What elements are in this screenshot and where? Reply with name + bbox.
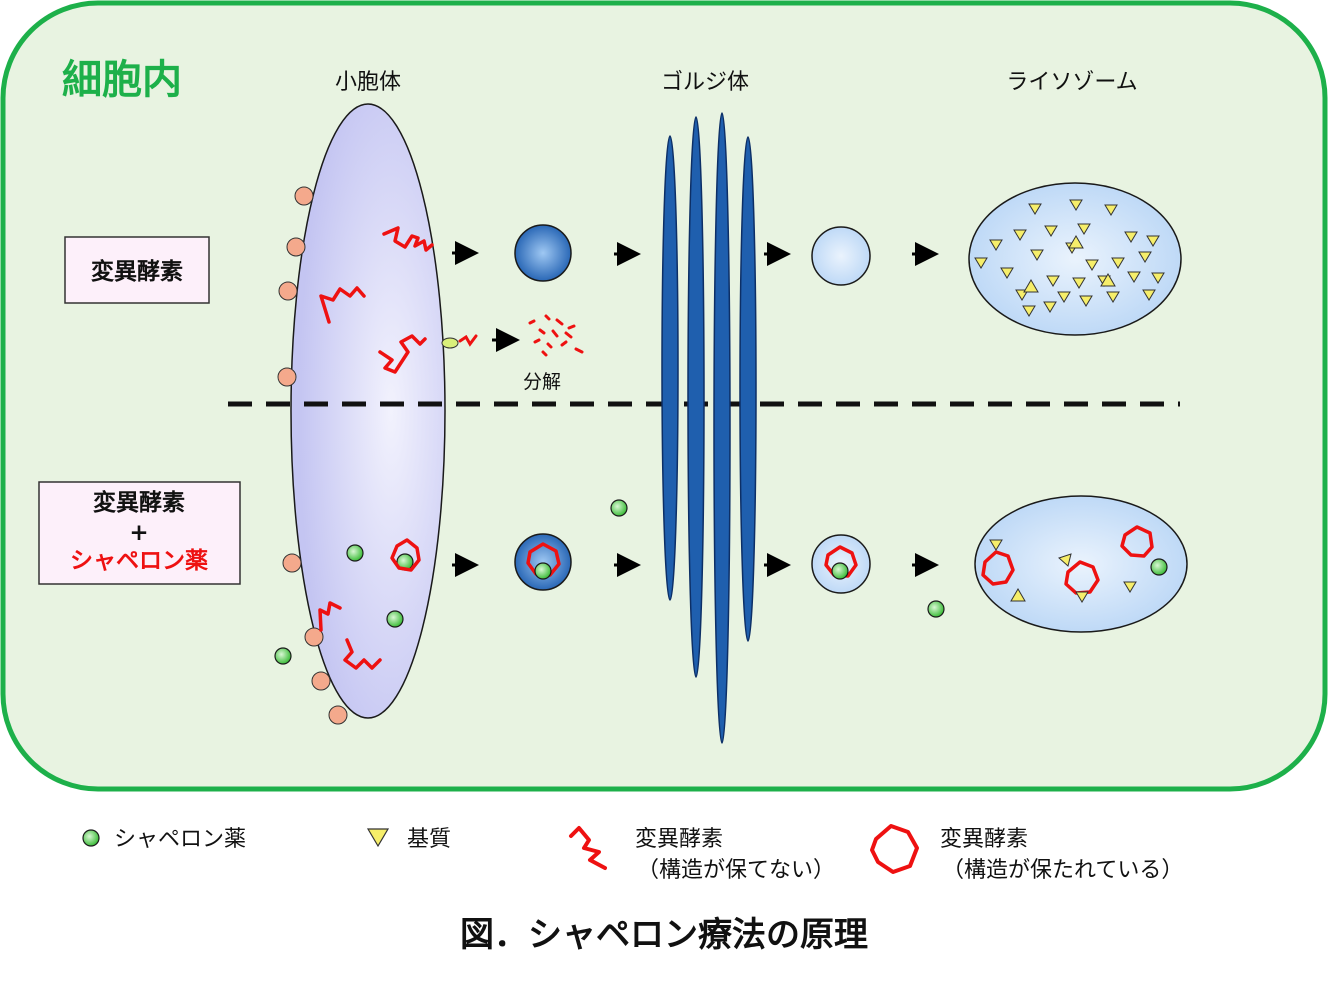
- misfolded-enzyme: [382, 226, 434, 252]
- folded-enzyme-in-vesicle: [526, 542, 561, 577]
- export-vesicle: [441, 337, 459, 349]
- er-title: 小胞体: [335, 70, 401, 95]
- degraded-fragments: [528, 314, 584, 357]
- legend-chaperone-label: シャペロン薬: [114, 827, 246, 852]
- receptor: [328, 705, 348, 725]
- golgi-stacks: [661, 112, 757, 744]
- remaining-substrates: [989, 539, 1137, 603]
- receptor: [286, 237, 306, 257]
- legend-substrate-icon: [366, 828, 390, 848]
- lysosome-title: ライソゾーム: [1006, 70, 1137, 95]
- receptor: [311, 671, 331, 691]
- receptor: [277, 367, 297, 387]
- legend-misfolded-icon: [569, 826, 607, 870]
- folded-enzyme-in-vesicle: [824, 545, 858, 578]
- transport-vesicle-dark: [514, 224, 572, 282]
- legend-chaperone-icon: [82, 829, 100, 847]
- misfolded-enzyme-exit: [458, 334, 478, 347]
- golgi-cisterna: [661, 135, 679, 601]
- chaperones-in-er: [274, 544, 414, 665]
- misfolded-enzyme: [318, 601, 342, 632]
- legend-folded-line2: （構造が保たれている）: [942, 858, 1183, 883]
- golgi-title: ゴルジ体: [661, 70, 749, 95]
- row-label-top-text: 変異酵素: [91, 258, 183, 285]
- folded-enzyme: [1064, 560, 1100, 595]
- folded-enzyme: [390, 538, 421, 572]
- golgi-cisterna: [687, 116, 705, 678]
- chaperone: [831, 562, 849, 580]
- figure-caption: 図．シャペロン療法の原理: [460, 915, 868, 955]
- golgi-cisterna: [739, 136, 757, 642]
- misfolded-enzyme: [378, 334, 427, 374]
- misfolded-enzymes-top: [319, 226, 434, 374]
- receptor: [304, 627, 324, 647]
- legend: シャペロン薬 基質 変異酵素 （構造が保てない） 変異酵素 （構造が保たれている…: [82, 824, 1183, 883]
- golgi-cisterna: [713, 112, 731, 744]
- folded-enzyme: [981, 550, 1015, 586]
- misfolded-enzymes-bottom: [318, 601, 382, 670]
- cell-label: 細胞内: [62, 57, 182, 103]
- legend-substrate-label: 基質: [407, 827, 451, 852]
- receptor: [282, 553, 302, 573]
- top-row-arrows: [452, 241, 939, 266]
- row-label-bottom-plus: +: [129, 520, 148, 546]
- er-body: [290, 103, 446, 719]
- folded-enzyme: [1120, 525, 1154, 558]
- legend-folded-icon: [870, 824, 919, 874]
- row-label-top: 変異酵素: [64, 236, 210, 304]
- row-label-bottom-line1: 変異酵素: [93, 489, 185, 516]
- legend-folded-line1: 変異酵素: [940, 827, 1028, 852]
- row-label-bottom-line2: シャペロン薬: [70, 548, 208, 574]
- row-label-bottom: 変異酵素 + シャペロン薬: [38, 481, 241, 585]
- chaperone: [346, 544, 364, 562]
- receptor: [278, 281, 298, 301]
- chaperone: [386, 610, 404, 628]
- chaperone: [1150, 558, 1168, 576]
- chaperone: [534, 562, 552, 580]
- legend-misfolded-line1: 変異酵素: [635, 827, 723, 852]
- substrate-accumulation: [974, 199, 1165, 317]
- transport-vesicle-dark-bottom: [514, 533, 572, 591]
- misfolded-enzyme: [319, 286, 366, 324]
- misfolded-enzyme: [343, 638, 382, 670]
- chaperone: [274, 647, 292, 665]
- legend-misfolded-line2: （構造が保てない）: [637, 858, 835, 883]
- released-chaperone: [927, 600, 945, 618]
- degradation-label: 分解: [523, 371, 561, 393]
- er-receptors: [277, 186, 348, 725]
- transport-vesicle-light: [811, 226, 871, 286]
- receptor: [294, 186, 314, 206]
- free-chaperone: [610, 499, 628, 517]
- active-enzymes: [981, 525, 1154, 595]
